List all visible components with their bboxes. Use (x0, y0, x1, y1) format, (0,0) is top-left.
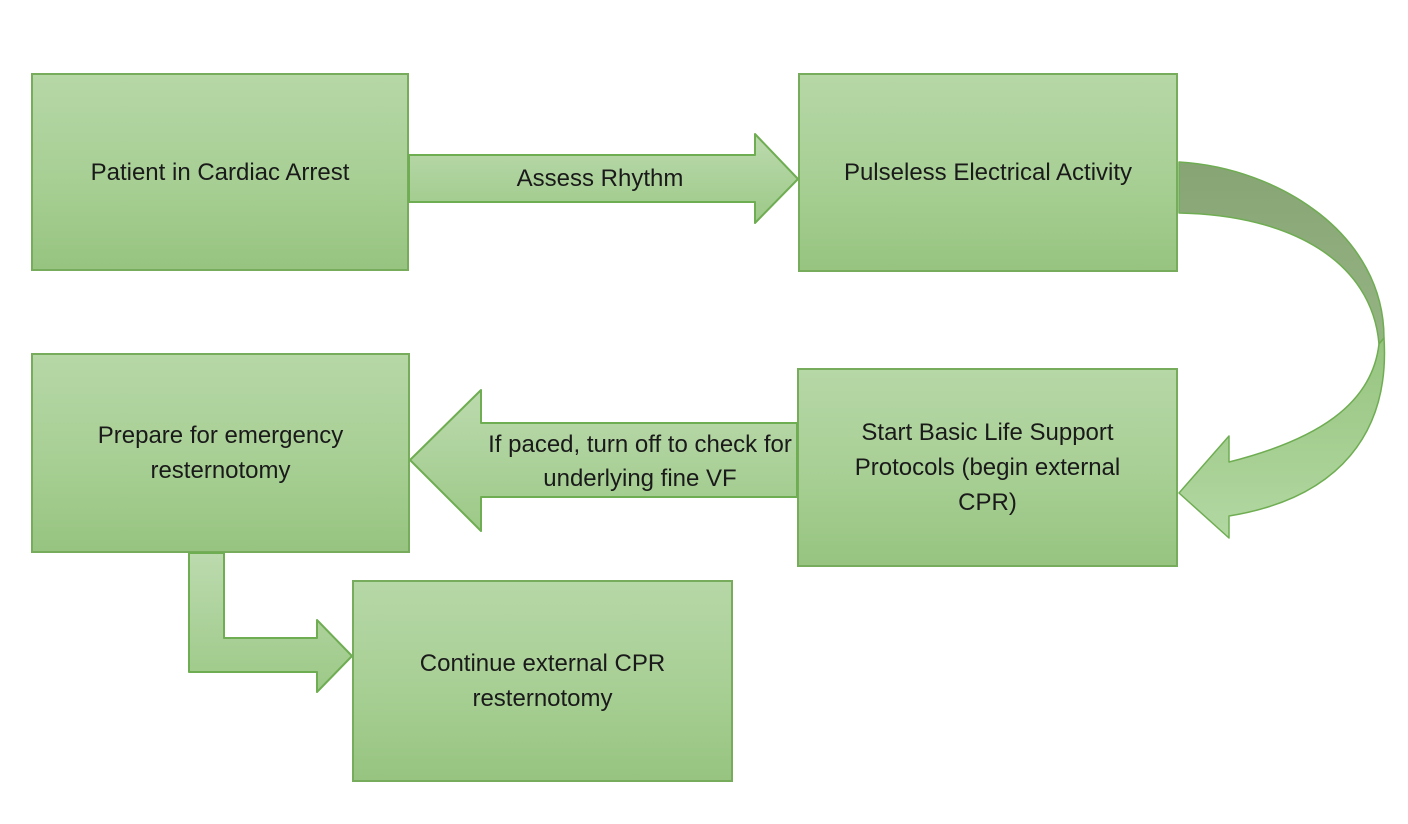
node-label: Pulseless Electrical Activity (843, 159, 1133, 186)
node-pulseless-electrical-activity: Pulseless Electrical Activity (798, 73, 1178, 272)
resternotomy-bent-arrow (188, 552, 353, 693)
edge-label-paced-check: If paced, turn off to check for underlyi… (488, 431, 792, 492)
node-label: Prepare for emergency resternotomy (97, 422, 344, 484)
curved-return-arrow-shadow (1178, 161, 1385, 345)
node-start-bls-protocols: Start Basic Life Support Protocols (begi… (797, 368, 1178, 567)
node-prepare-emergency-resternotomy: Prepare for emergency resternotomy (31, 353, 410, 553)
node-patient-cardiac-arrest: Patient in Cardiac Arrest (31, 73, 409, 271)
edge-label-assess-rhythm: Assess Rhythm (516, 165, 684, 192)
curved-return-arrow (1178, 337, 1386, 539)
node-label: Start Basic Life Support Protocols (begi… (854, 419, 1121, 516)
node-label: Continue external CPR resternotomy (419, 650, 666, 712)
node-continue-external-cpr-resternotomy: Continue external CPR resternotomy (352, 580, 733, 782)
node-label: Patient in Cardiac Arrest (90, 158, 350, 186)
